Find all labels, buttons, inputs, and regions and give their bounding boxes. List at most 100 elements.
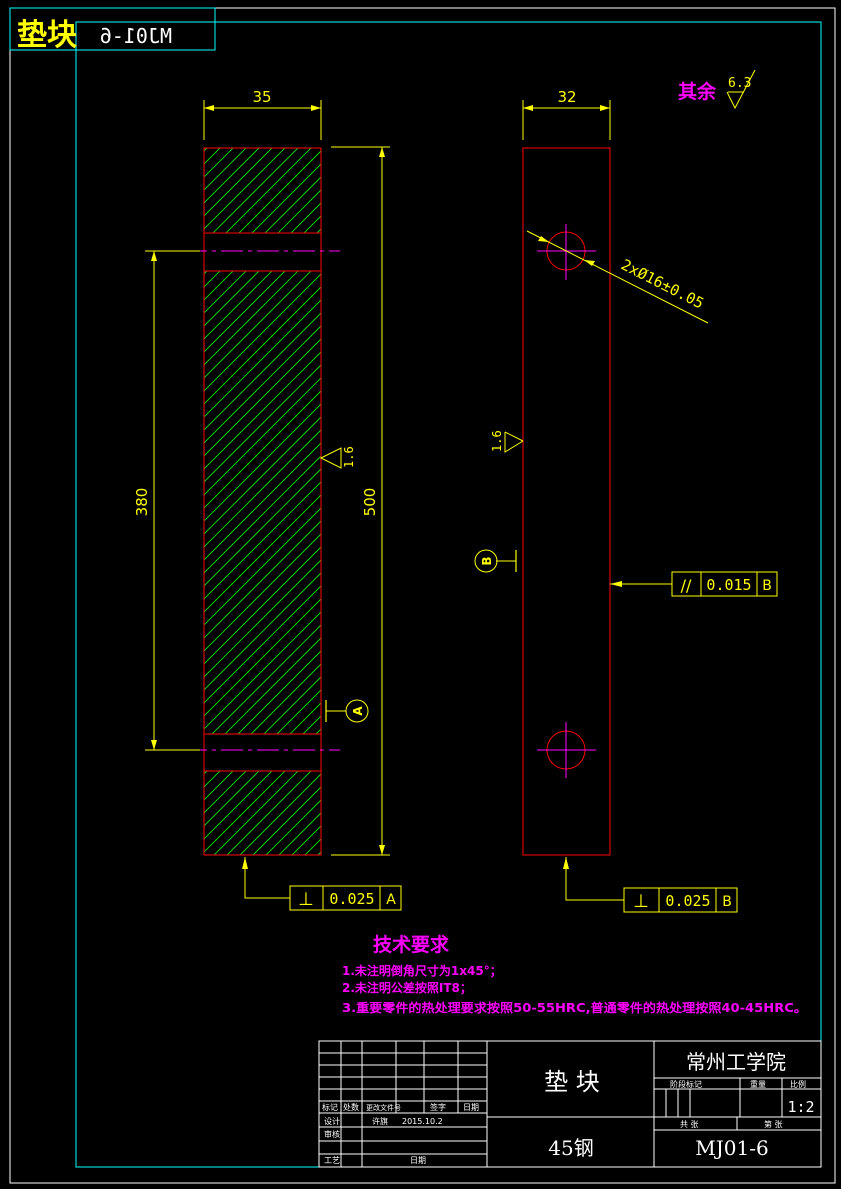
hatch-line [277, 189, 321, 233]
tb-sheet-no: 第 张 [764, 1119, 783, 1129]
tb-ratio-label: 比例 [790, 1079, 806, 1089]
hatch-line [250, 663, 321, 734]
hatch-line [315, 728, 321, 734]
perp-left-frame: ⊥ 0.025 A [289, 885, 402, 911]
left-spacing-dim: 380 [133, 488, 151, 517]
hatch-line [204, 271, 260, 327]
hatch-line [239, 773, 321, 855]
hatch-line [204, 148, 234, 178]
left-view-outline [203, 147, 322, 856]
hatch-line [204, 771, 260, 827]
hole-callout-arrow-icon [538, 236, 595, 266]
default-roughness-value: 6.3 [728, 76, 751, 91]
tb-sheet-total: 共 张 [680, 1120, 699, 1129]
hatch-line [204, 312, 321, 431]
left-length-dim: 500 [361, 488, 379, 517]
hatch-line [204, 856, 330, 982]
tb-school: 常州工学院 [686, 1050, 786, 1074]
right-view: 32 2xØ16±0.05 1.6 B // 0.015 B [474, 88, 778, 913]
tb-designer-label: 设计 [324, 1116, 340, 1126]
right-width-dim: 32 [557, 88, 576, 106]
hatch-line [204, 520, 321, 639]
hatch-line [204, 271, 221, 288]
datum-b-label: B [480, 556, 494, 565]
tb-header-change: 更改文件号 [366, 1103, 401, 1112]
hatch-line [204, 338, 321, 457]
hatch-line [204, 271, 234, 301]
perp-right-arrow-icon [563, 857, 569, 869]
hatch-line [204, 148, 273, 217]
perp-right-symbol: ⊥ [633, 891, 649, 912]
perp-right-datum: B [722, 894, 732, 910]
tb-approval-label: 工艺 [324, 1156, 340, 1165]
tb-header-date: 日期 [463, 1103, 479, 1112]
right-view-outline [522, 147, 611, 856]
hatch-line [204, 271, 247, 314]
hatch-line [204, 271, 299, 366]
tb-part-name: 垫 块 [544, 1068, 600, 1096]
parallel-arrow-icon [610, 581, 622, 587]
hatch-line [204, 771, 286, 853]
hatch-line [204, 271, 312, 379]
hatch-line [204, 390, 321, 509]
hatch-line [204, 271, 286, 353]
hatch-line [204, 273, 321, 392]
hatch-line [211, 624, 321, 734]
hatch-region [204, 135, 330, 734]
tech-req-item: 1.未注明倒角尺寸为1x45°； [342, 963, 502, 978]
tb-designer-name: 许旗 [372, 1116, 388, 1126]
roughness-symbol-icon [726, 69, 756, 110]
hatch-line [204, 271, 273, 340]
hatch-line [316, 228, 321, 233]
hatch-line [302, 715, 321, 734]
hatch-line [204, 771, 221, 788]
outer-border [9, 7, 836, 1184]
corner-tag-code: MJ01-6 [100, 24, 172, 48]
dim-arrow [523, 105, 610, 111]
technical-requirements: 技术要求 1.未注明倒角尺寸为1x45°； 2.未注明公差按照IT8； 3.重要… [342, 933, 807, 1015]
hatch-line [204, 299, 321, 418]
perp-left-leader [244, 857, 290, 899]
hatch-line [204, 286, 321, 405]
hatch-line [291, 825, 321, 855]
hatch-line [204, 148, 286, 230]
title-block-text: 标记 处数 更改文件号 签字 日期 设计 许旗 2015.10.2 审核 工艺 … [322, 1050, 815, 1165]
title-block [318, 1040, 822, 1168]
perp-right-value: 0.025 [665, 892, 710, 910]
datum-b-circle [474, 549, 498, 573]
perp-left-value: 0.025 [329, 890, 374, 908]
hatch-line [204, 429, 321, 548]
hatch-line [238, 150, 321, 233]
hatch-line [204, 135, 330, 261]
tb-design-date: 2015.10.2 [402, 1117, 443, 1126]
hatch-line [290, 202, 321, 233]
tb-checker-label: 审核 [324, 1129, 340, 1139]
hole-callout-leader [526, 230, 709, 324]
hatch-line [204, 771, 273, 840]
perp-right-frame: ⊥ 0.025 B [623, 887, 738, 913]
tech-req-title: 技术要求 [373, 933, 450, 956]
left-width-dim: 35 [252, 88, 271, 106]
hatch-line [204, 494, 321, 613]
hatch-line [204, 148, 260, 204]
hatch-line [204, 771, 208, 775]
hatch-line [204, 546, 321, 665]
hatch-line [265, 799, 321, 855]
hatch-line [212, 148, 299, 233]
left-roughness-value: 1.6 [342, 446, 356, 468]
hatch-region [204, 12, 330, 233]
hatch-line [204, 403, 321, 522]
parallel-frame: // 0.015 B [671, 571, 778, 597]
tech-req-item: 2.未注明公差按照IT8； [342, 980, 472, 995]
hatch-line [204, 148, 247, 191]
datum-a-label: A [351, 706, 365, 716]
parallel-symbol: // [681, 576, 692, 595]
hatch-line [204, 611, 321, 730]
hatch-line [204, 12, 330, 138]
tb-date-label: 日期 [410, 1156, 426, 1165]
parallel-value: 0.015 [706, 576, 751, 594]
hatch-line [303, 215, 321, 233]
hatch-line [224, 637, 321, 734]
tech-req-item: 3.重要零件的热处理要求按照50-55HRC,普通零件的热处理按照40-45HR… [342, 1000, 807, 1015]
